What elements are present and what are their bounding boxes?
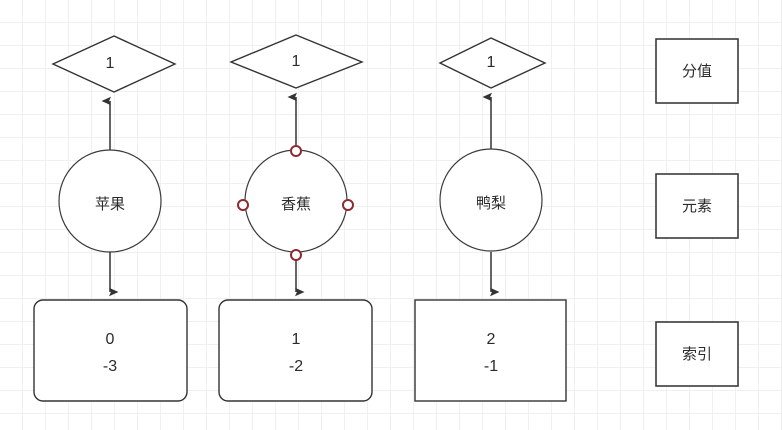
index-box-line1: 0 bbox=[106, 331, 115, 348]
score-diamond[interactable] bbox=[51, 35, 177, 93]
resize-handle-right[interactable] bbox=[342, 199, 354, 211]
column-apple[interactable]: 1 苹果 0 -3 bbox=[33, 35, 188, 402]
legend-score-label: 分值 bbox=[682, 63, 712, 80]
legend-item-element[interactable]: 元素 bbox=[655, 173, 739, 239]
column-pear[interactable]: 1 鸭梨 2 -1 bbox=[414, 37, 567, 402]
legend-panel: 分值 元素 索引 bbox=[655, 38, 739, 387]
index-box-line1: 2 bbox=[487, 331, 496, 348]
element-circle-label: 苹果 bbox=[95, 196, 125, 213]
index-box[interactable] bbox=[414, 299, 567, 402]
legend-element-label: 元素 bbox=[682, 198, 712, 215]
index-box-line2: -1 bbox=[484, 358, 498, 375]
resize-handle-left[interactable] bbox=[237, 199, 249, 211]
legend-item-score[interactable]: 分值 bbox=[655, 38, 739, 104]
index-box[interactable] bbox=[33, 299, 188, 402]
score-diamond-label: 1 bbox=[487, 54, 496, 71]
score-diamond-label: 1 bbox=[292, 53, 301, 70]
score-diamond[interactable] bbox=[229, 34, 364, 89]
legend-index-label: 索引 bbox=[682, 346, 712, 363]
element-circle[interactable] bbox=[439, 148, 543, 252]
index-box-line2: -3 bbox=[103, 358, 117, 375]
resize-handle-top[interactable] bbox=[290, 145, 302, 157]
legend-element-box[interactable] bbox=[655, 173, 739, 239]
legend-index-box[interactable] bbox=[655, 321, 739, 387]
index-box-line2: -2 bbox=[289, 358, 303, 375]
score-diamond[interactable] bbox=[438, 37, 547, 89]
element-circle-label: 鸭梨 bbox=[476, 195, 506, 212]
resize-handle-bottom[interactable] bbox=[290, 249, 302, 261]
index-box[interactable] bbox=[218, 299, 373, 402]
index-box-line1: 1 bbox=[292, 331, 301, 348]
legend-score-box[interactable] bbox=[655, 38, 739, 104]
score-diamond-label: 1 bbox=[106, 55, 115, 72]
element-circle[interactable] bbox=[58, 149, 162, 253]
legend-item-index[interactable]: 索引 bbox=[655, 321, 739, 387]
column-banana[interactable]: 1 香蕉 1 -2 bbox=[218, 34, 373, 402]
element-circle-label: 香蕉 bbox=[281, 196, 311, 213]
